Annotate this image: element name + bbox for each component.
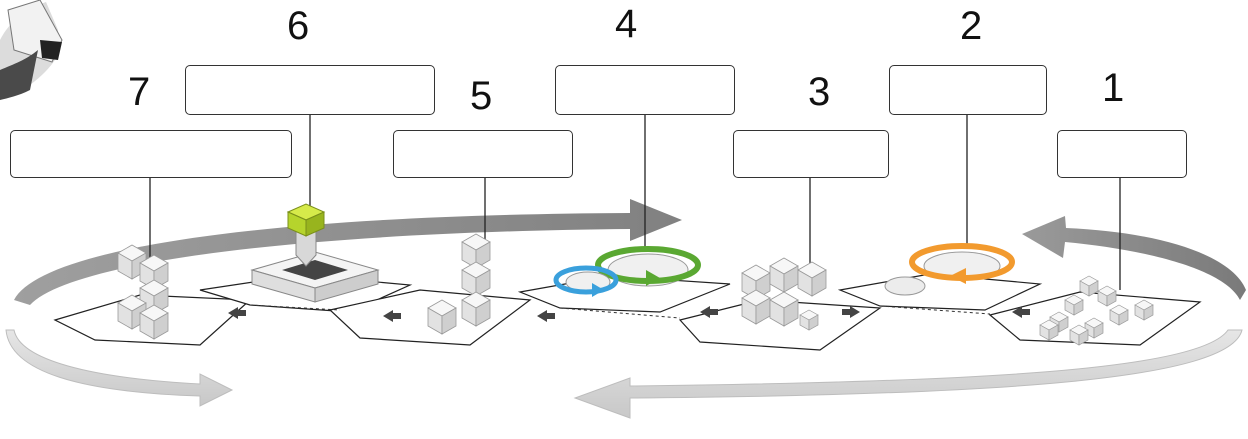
connector-lines (149, 115, 1121, 290)
step-number-2: 2 (960, 4, 983, 48)
label-box-3[interactable] (733, 130, 889, 178)
station-6-press (250, 203, 380, 303)
step-number-7: 7 (128, 70, 151, 114)
label-box-4[interactable] (555, 65, 735, 115)
corner-object-icon (0, 0, 63, 100)
label-box-2[interactable] (889, 65, 1047, 115)
station-4-gears (553, 246, 701, 297)
step-number-4: 4 (615, 2, 638, 46)
flow-arrows (228, 306, 1030, 322)
step-number-3: 3 (808, 70, 831, 114)
cycle-arrow-bottom (5, 329, 1243, 419)
floor-tiles (53, 273, 1202, 351)
label-box-6[interactable] (185, 65, 435, 115)
step-number-1: 1 (1102, 66, 1125, 110)
label-box-5[interactable] (393, 130, 573, 178)
step-number-5: 5 (470, 74, 493, 118)
label-box-7[interactable] (10, 130, 292, 178)
station-7-cube-stack (117, 244, 169, 340)
step-number-6: 6 (287, 4, 310, 48)
station-2-gears (884, 243, 1015, 296)
cycle-arrow-top (14, 199, 1246, 305)
label-box-1[interactable] (1057, 130, 1187, 178)
floor-dashes (249, 304, 991, 319)
station-3-block-cluster (741, 257, 827, 331)
